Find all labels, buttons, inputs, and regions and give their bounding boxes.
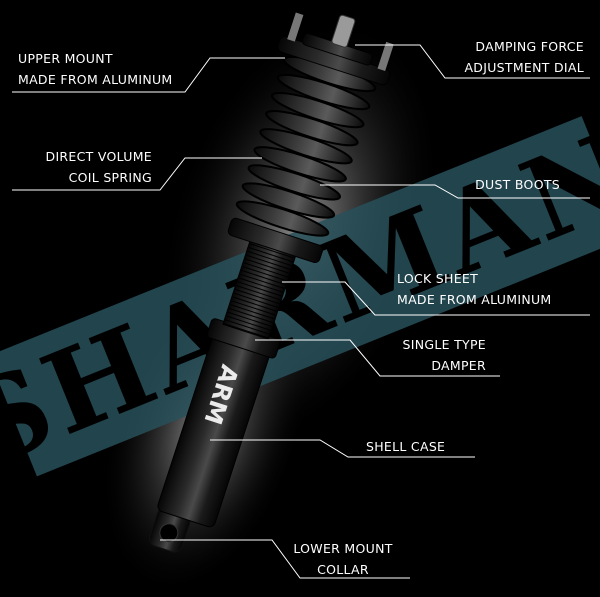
leader-lines xyxy=(12,44,590,579)
thread-line xyxy=(238,277,283,293)
thread-line xyxy=(227,311,272,327)
thread-line xyxy=(226,315,271,331)
thread-line xyxy=(243,262,288,278)
thread-line xyxy=(247,250,292,267)
leader-shell-case xyxy=(210,439,475,458)
coil-spring xyxy=(235,55,377,237)
mount-stud-right xyxy=(377,41,394,72)
leader-lower-mount xyxy=(160,539,410,579)
leader-single-type xyxy=(255,339,500,377)
thread-line xyxy=(241,269,286,286)
callout-upper-mount-line-1: UPPER MOUNT xyxy=(18,51,113,66)
leader-upper-mount xyxy=(12,57,285,93)
spring-coil xyxy=(265,110,359,147)
callout-lock-sheet-line-2: MADE FROM ALUMINUM xyxy=(397,292,552,307)
thread-line xyxy=(225,319,270,335)
thread-line xyxy=(231,300,276,316)
callout-dust-boots: DUST BOOTS xyxy=(475,174,560,195)
callout-lock-sheet: LOCK SHEET MADE FROM ALUMINUM xyxy=(397,268,552,310)
leader-dust-boots xyxy=(320,184,590,199)
leader-damping-force xyxy=(355,44,590,79)
callout-dust-boots-line-1: DUST BOOTS xyxy=(475,177,560,192)
thread-line xyxy=(242,266,287,282)
callout-lower-mount: LOWER MOUNT COLLAR xyxy=(288,538,398,580)
leader-lock-sheet xyxy=(282,281,590,316)
callout-upper-mount: UPPER MOUNT MADE FROM ALUMINUM xyxy=(18,48,173,90)
callout-damping-force: DAMPING FORCE ADJUSTMENT DIAL xyxy=(464,36,584,78)
callout-direct-volume-line-1: DIRECT VOLUME xyxy=(45,149,152,164)
callout-direct-volume-line-2: COIL SPRING xyxy=(68,170,152,185)
callout-lower-mount-line-2: COLLAR xyxy=(317,562,369,577)
thread-line xyxy=(245,258,290,274)
lower-spring-seat xyxy=(227,217,324,263)
thread-line xyxy=(249,243,295,259)
thread-line xyxy=(248,247,293,263)
leader-direct-volume xyxy=(12,157,262,191)
callout-lower-mount-line-1: LOWER MOUNT xyxy=(293,541,393,556)
callout-lock-sheet-line-1: LOCK SHEET xyxy=(397,271,479,286)
thread-line xyxy=(224,323,269,339)
damping-adjustment-dial xyxy=(331,14,356,48)
thread-line xyxy=(230,304,275,320)
callout-damping-force-line-1: DAMPING FORCE xyxy=(475,39,584,54)
thread-line xyxy=(235,288,280,305)
spring-coil xyxy=(235,200,330,237)
callout-single-type: SINGLE TYPE DAMPER xyxy=(380,334,486,376)
thread-line xyxy=(233,292,278,308)
shock-absorber: ARM xyxy=(149,12,394,553)
thread-line xyxy=(237,281,282,297)
callout-upper-mount-line-2: MADE FROM ALUMINUM xyxy=(18,72,173,87)
callout-single-type-line-2: DAMPER xyxy=(431,358,486,373)
callout-single-type-line-1: SINGLE TYPE xyxy=(402,337,486,352)
callout-shell-case: SHELL CASE xyxy=(366,436,445,457)
thread-line xyxy=(240,273,285,289)
thread-line xyxy=(232,296,277,312)
callout-direct-volume: DIRECT VOLUME COIL SPRING xyxy=(18,146,152,188)
thread-line xyxy=(246,254,291,270)
thread-line xyxy=(236,285,281,301)
callout-shell-case-line-1: SHELL CASE xyxy=(366,439,446,454)
mount-stud-left xyxy=(287,12,304,42)
thread-line xyxy=(228,307,274,324)
callout-damping-force-line-2: ADJUSTMENT DIAL xyxy=(464,60,584,75)
